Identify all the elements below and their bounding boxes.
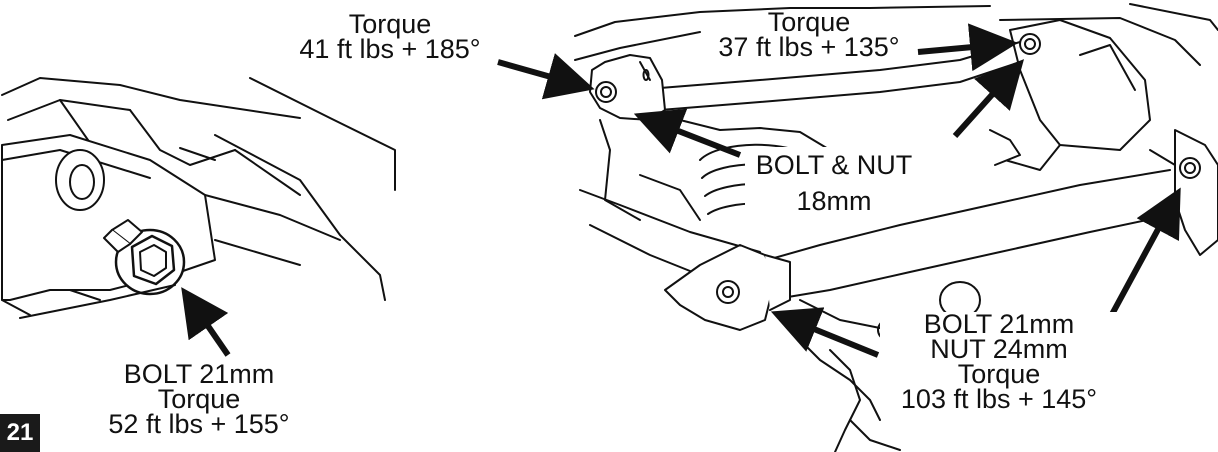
left-detail-view: [1, 77, 396, 319]
arrow-center: [633, 108, 742, 158]
arrow-lower-right-nut: [1107, 187, 1181, 320]
callout-lower-right-line3: Torque: [957, 359, 1041, 389]
callout-left-bolt-line1: BOLT 21mm: [123, 359, 275, 389]
callout-left-bolt: BOLT 21mm Torque 52 ft lbs + 155°: [88, 359, 310, 439]
fasteners: [595, 33, 1201, 304]
arrow-top-right-2: [952, 59, 1025, 139]
callout-top-right: Torque 37 ft lbs + 135°: [702, 7, 916, 62]
callout-top-right-line2: 37 ft lbs + 135°: [718, 32, 900, 62]
callout-lower-right-line1: BOLT 21mm: [923, 309, 1075, 339]
callout-top-left: Torque 41 ft lbs + 185°: [283, 9, 497, 64]
callout-lower-right-line4: 103 ft lbs + 145°: [900, 384, 1098, 414]
callout-lower-right: BOLT 21mm NUT 24mm Torque 103 ft lbs + 1…: [880, 309, 1118, 414]
right-main-view: [574, 3, 1218, 452]
callout-left-bolt-line2: Torque: [157, 384, 241, 414]
callout-center-line2: 18mm: [796, 186, 872, 216]
callout-left-bolt-line3: 52 ft lbs + 155°: [108, 409, 290, 439]
callout-top-left-line1: Torque: [348, 9, 432, 39]
arrow-top-left: [497, 53, 595, 100]
arrow-top-right: [917, 23, 1018, 72]
page-number-tab: 21: [0, 414, 40, 452]
callout-center-line1: BOLT & NUT: [755, 150, 913, 180]
callout-top-right-line1: Torque: [767, 7, 851, 37]
callout-top-left-line2: 41 ft lbs + 185°: [299, 34, 481, 64]
callout-center: BOLT & NUT 18mm: [745, 147, 923, 219]
arrow-left-bolt: [181, 287, 231, 357]
arrow-lower-right-bolt: [770, 307, 880, 358]
callout-lower-right-line2: NUT 24mm: [930, 334, 1068, 364]
